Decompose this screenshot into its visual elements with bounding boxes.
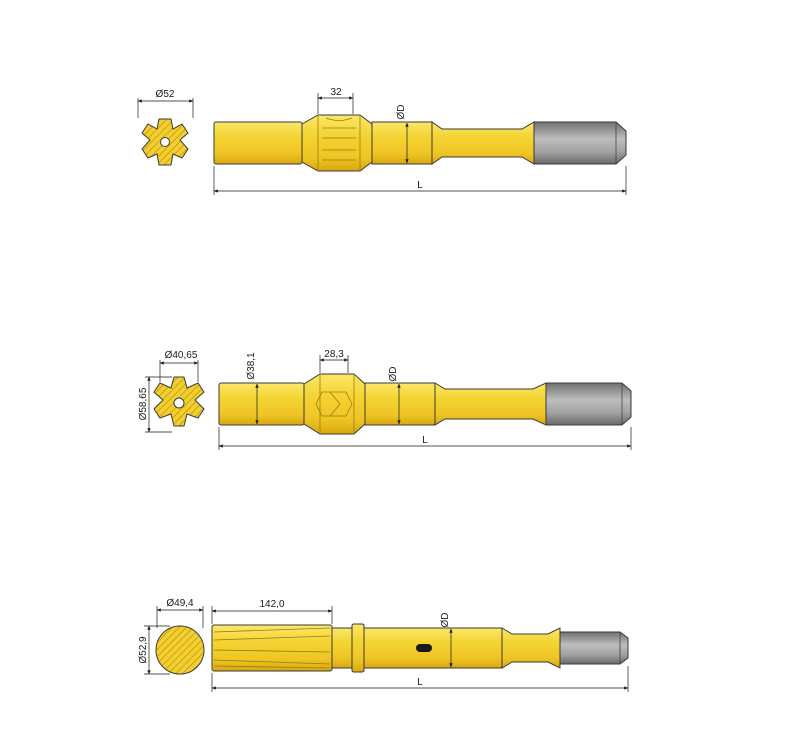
dim-neck-dia-2: Ø38,1 xyxy=(246,352,259,425)
side-view-3: 142,0 ØD L xyxy=(211,599,629,692)
dim-spline-length-3: 142,0 xyxy=(211,599,333,624)
shank-adapter-1: Ø52 32 ØD xyxy=(137,87,627,195)
dim-length-1: L xyxy=(213,166,627,195)
length-label-1: L xyxy=(417,180,423,191)
dim-length-2: L xyxy=(218,427,632,450)
shank-taper-2 xyxy=(434,382,547,426)
spline-length-label-2: 28,3 xyxy=(324,349,344,360)
spline-length-label-3: 142,0 xyxy=(259,599,284,610)
thread-section-1 xyxy=(533,121,627,165)
thread-section-2 xyxy=(545,382,632,426)
flushing-hole xyxy=(160,137,170,147)
length-label-3: L xyxy=(417,677,423,688)
shank-taper-3 xyxy=(501,627,561,669)
dim-body-dia-3: ØD xyxy=(440,613,453,668)
spline-section-3 xyxy=(211,624,333,672)
striking-end-2 xyxy=(218,382,305,426)
flushing-slot-3 xyxy=(416,644,432,652)
dim-spline-length-2: 28,3 xyxy=(319,349,349,373)
shank-taper-1 xyxy=(431,121,535,165)
spline-length-label-1: 32 xyxy=(330,87,342,98)
shank-body-2 xyxy=(364,382,436,426)
dim-outer-dia-2: Ø58,65 xyxy=(138,376,172,433)
dim-length-3: L xyxy=(211,666,629,692)
dim-body-dia-2: ØD xyxy=(388,367,401,425)
shank-adapter-2: Ø40,65 Ø58,65 Ø38,1 xyxy=(138,349,632,450)
end-view-1: Ø52 xyxy=(137,89,194,166)
striking-end-1 xyxy=(213,121,303,165)
side-view-2: Ø38,1 28,3 ØD L xyxy=(218,349,632,450)
flushing-hole xyxy=(173,397,185,409)
dim-body-dia-1: ØD xyxy=(396,105,409,164)
dim-spline-length-1: 32 xyxy=(317,87,354,114)
round-cross-section-3 xyxy=(155,625,205,675)
side-view-1: 32 ØD L xyxy=(213,87,627,195)
shank-body-1 xyxy=(371,121,433,165)
dim-end-dia-3: Ø49,4 xyxy=(156,598,204,628)
end-dia-label-1: Ø52 xyxy=(156,89,175,100)
spline-collar-2 xyxy=(303,373,366,435)
outer-dia-label-2: Ø58,65 xyxy=(138,387,149,420)
length-label-2: L xyxy=(422,435,428,446)
end-view-2: Ø40,65 Ø58,65 xyxy=(138,350,205,433)
end-dia-label-3: Ø49,4 xyxy=(166,598,194,609)
neck-dia-label-2: Ø38,1 xyxy=(246,352,257,380)
dim-end-dia-1: Ø52 xyxy=(137,89,194,118)
dim-end-dia-2: Ø40,65 xyxy=(159,350,199,382)
shank-adapter-3: Ø49,4 Ø52,9 142,0 xyxy=(138,598,629,692)
body-dia-label-2: ØD xyxy=(388,367,399,382)
dim-outer-dia-3: Ø52,9 xyxy=(138,625,170,675)
end-view-3: Ø49,4 Ø52,9 xyxy=(138,598,205,675)
outer-dia-label-3: Ø52,9 xyxy=(138,636,149,664)
end-dia-label-2: Ø40,65 xyxy=(165,350,198,361)
body-dia-label-3: ØD xyxy=(440,613,451,628)
thread-section-3 xyxy=(559,631,629,665)
spline-collar-1 xyxy=(301,114,373,172)
body-dia-label-1: ØD xyxy=(396,105,407,120)
